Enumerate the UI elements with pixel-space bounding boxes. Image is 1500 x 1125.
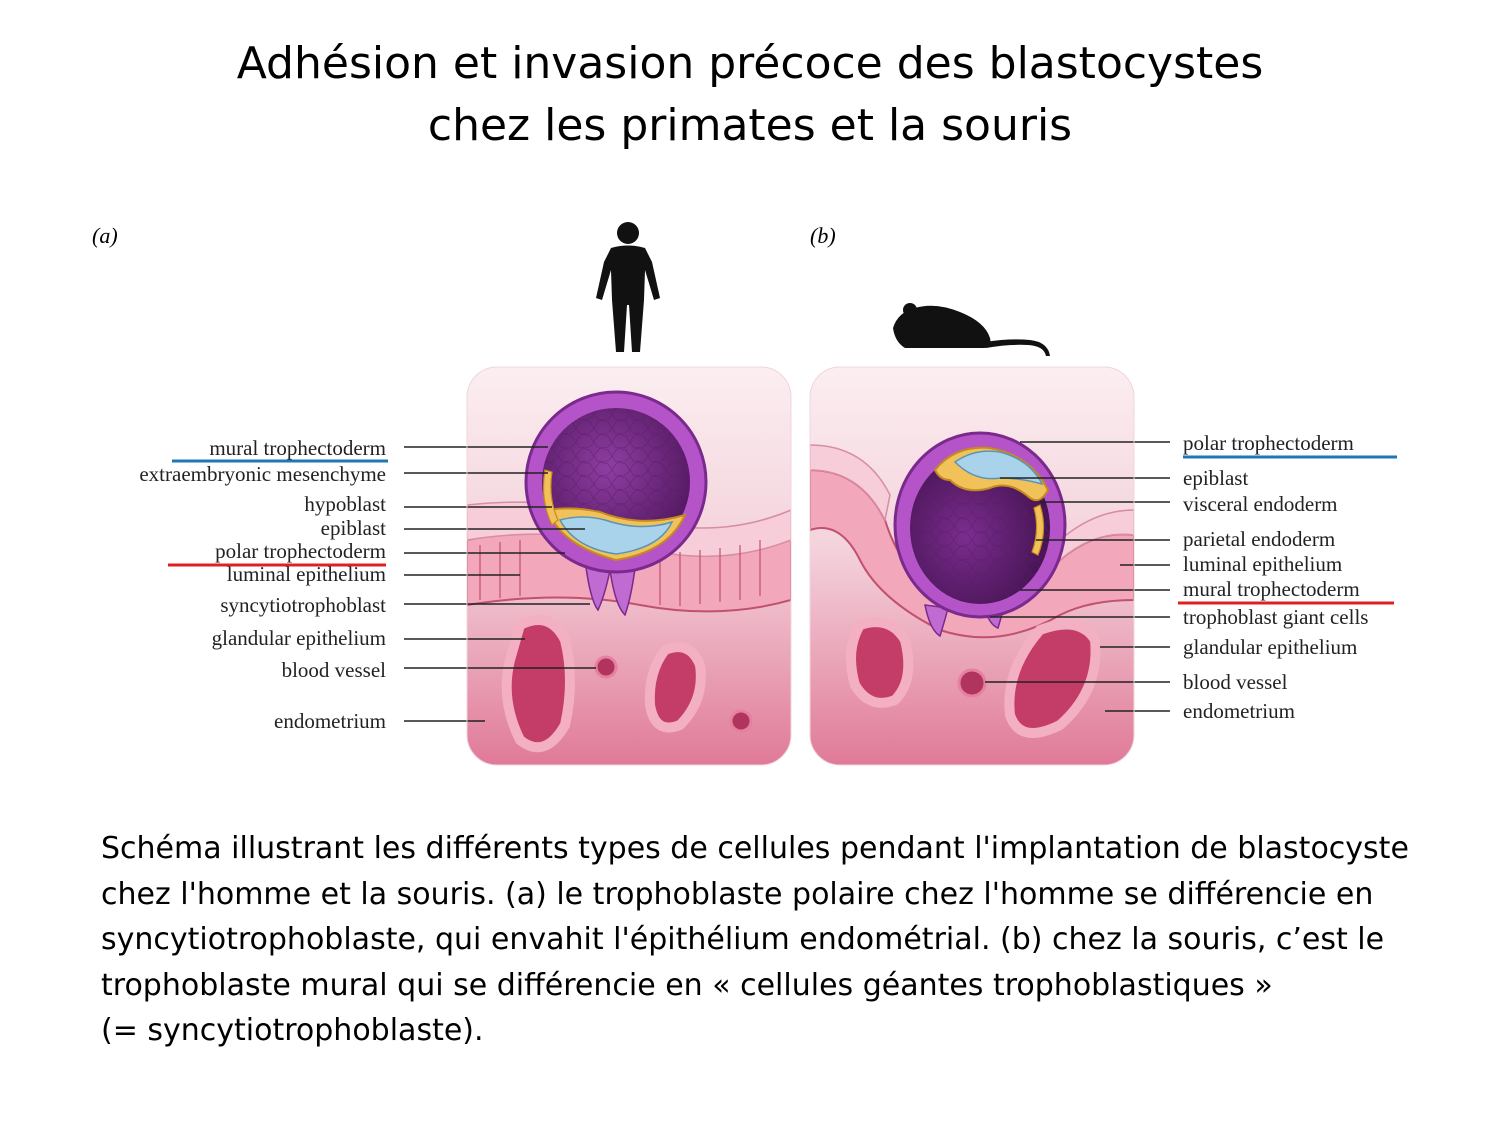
panel-a-tag: (a) bbox=[92, 223, 118, 248]
panel-b-frame bbox=[809, 366, 1135, 766]
label-b-polar-trophectoderm: polar trophectoderm bbox=[1183, 431, 1354, 455]
implantation-figure: (a) (b) bbox=[92, 222, 1397, 766]
panel-a-labels: mural trophectoderm extraembryonic mesen… bbox=[139, 436, 386, 733]
label-b-glandular-epithelium: glandular epithelium bbox=[1183, 635, 1357, 659]
label-b-parietal-endoderm: parietal endoderm bbox=[1183, 527, 1335, 551]
caption-line-4: trophoblaste mural qui se différencie en… bbox=[101, 967, 1273, 1003]
page-title-line-1: Adhésion et invasion précoce des blastoc… bbox=[236, 38, 1264, 89]
caption-line-1: Schéma illustrant les différents types d… bbox=[101, 831, 1409, 866]
label-b-mural-trophectoderm: mural trophectoderm bbox=[1183, 577, 1360, 601]
panel-b-labels: polar trophectoderm epiblast visceral en… bbox=[1183, 431, 1368, 723]
label-a-glandular-epithelium: glandular epithelium bbox=[212, 626, 386, 650]
panel-a-frame bbox=[466, 366, 792, 766]
label-a-epiblast: epiblast bbox=[321, 516, 386, 540]
caption-line-5: (= syncytiotrophoblaste). bbox=[101, 1013, 484, 1048]
label-b-visceral-endoderm: visceral endoderm bbox=[1183, 492, 1338, 516]
caption-line-3: syncytiotrophoblaste, qui envahit l'épit… bbox=[101, 922, 1385, 957]
mouse-icon bbox=[893, 303, 1050, 356]
panel-b-leader-lines bbox=[985, 441, 1170, 712]
figure-caption: Schéma illustrant les différents types d… bbox=[101, 826, 1431, 1054]
panel-b-tag: (b) bbox=[810, 223, 836, 248]
caption-line-2: chez l'homme et la souris. (a) le tropho… bbox=[101, 876, 1374, 912]
label-b-blood-vessel: blood vessel bbox=[1183, 670, 1288, 694]
label-b-endometrium: endometrium bbox=[1183, 699, 1295, 723]
panel-a-leader-lines bbox=[404, 446, 596, 722]
label-b-luminal-epithelium: luminal epithelium bbox=[1183, 552, 1342, 576]
label-a-syncytiotrophoblast: syncytiotrophoblast bbox=[220, 593, 386, 617]
label-b-trophoblast-giant-cells: trophoblast giant cells bbox=[1183, 605, 1368, 629]
label-a-blood-vessel: blood vessel bbox=[282, 658, 387, 682]
label-a-mural-trophectoderm: mural trophectoderm bbox=[209, 436, 386, 460]
blastocyst-a bbox=[524, 390, 708, 574]
label-b-epiblast: epiblast bbox=[1183, 466, 1248, 490]
label-a-hypoblast: hypoblast bbox=[304, 492, 386, 516]
page-title-line-2: chez les primates et la souris bbox=[427, 100, 1073, 151]
label-a-polar-trophectoderm: polar trophectoderm bbox=[215, 539, 386, 563]
label-a-extraembryonic-mesenchyme: extraembryonic mesenchyme bbox=[139, 462, 386, 486]
label-a-endometrium: endometrium bbox=[274, 709, 386, 733]
human-icon bbox=[596, 222, 660, 352]
blastocyst-b bbox=[893, 431, 1067, 619]
